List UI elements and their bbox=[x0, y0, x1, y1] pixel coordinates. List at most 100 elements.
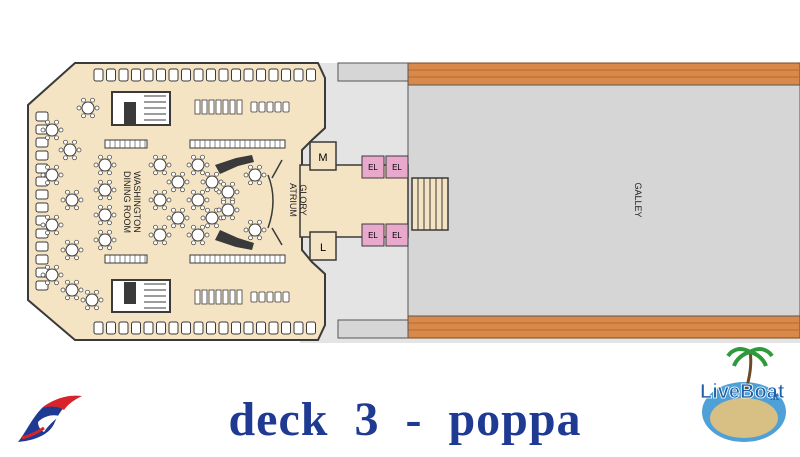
dining-room-floor bbox=[27, 62, 326, 341]
chair bbox=[180, 207, 185, 213]
booth-seat bbox=[143, 68, 154, 82]
elevator-label-1: EL bbox=[368, 163, 378, 172]
chair bbox=[111, 212, 117, 218]
chair bbox=[186, 232, 192, 238]
chair bbox=[200, 170, 205, 176]
round-table bbox=[98, 158, 112, 172]
chair bbox=[40, 222, 46, 228]
chair bbox=[200, 240, 205, 246]
chair bbox=[162, 170, 167, 176]
chair bbox=[107, 170, 112, 176]
chair bbox=[60, 247, 66, 253]
chair bbox=[65, 189, 70, 195]
booth-seat bbox=[131, 321, 141, 335]
chair bbox=[54, 280, 59, 286]
booth-seat bbox=[306, 321, 316, 335]
chair bbox=[200, 224, 205, 230]
chair bbox=[191, 240, 196, 246]
chair bbox=[74, 279, 79, 285]
chair bbox=[248, 180, 253, 186]
chair bbox=[205, 187, 210, 193]
booth-seat bbox=[218, 321, 229, 335]
round-table bbox=[191, 228, 205, 242]
chair bbox=[90, 97, 95, 103]
chair bbox=[166, 197, 172, 203]
round-table bbox=[81, 101, 95, 115]
booth-seat bbox=[256, 68, 266, 82]
chair bbox=[257, 219, 262, 225]
banquette bbox=[104, 139, 148, 149]
booth-seat bbox=[156, 321, 166, 335]
table-2top bbox=[250, 101, 258, 113]
round-table bbox=[171, 211, 185, 225]
booth-seat bbox=[293, 321, 304, 335]
chair bbox=[90, 113, 95, 119]
chair bbox=[98, 220, 103, 226]
galley-area bbox=[407, 84, 800, 317]
elevator-label-4: EL bbox=[392, 231, 402, 240]
table-2top bbox=[201, 289, 208, 305]
chair bbox=[221, 215, 226, 221]
chair bbox=[200, 154, 205, 160]
booth-seat bbox=[256, 321, 266, 335]
chair bbox=[65, 239, 70, 245]
chair bbox=[65, 295, 70, 301]
chair bbox=[180, 171, 185, 177]
booth-seat bbox=[168, 321, 179, 335]
chair bbox=[111, 187, 117, 193]
booth-seat bbox=[143, 321, 154, 335]
chair bbox=[45, 280, 50, 286]
dining-room-label-2: DINING ROOM bbox=[122, 171, 132, 233]
round-table bbox=[248, 223, 262, 237]
elevator-4 bbox=[385, 223, 409, 247]
chair bbox=[171, 223, 176, 229]
booth-seat bbox=[231, 68, 241, 82]
room-m bbox=[309, 141, 337, 171]
chair bbox=[54, 135, 59, 141]
round-table bbox=[45, 168, 59, 182]
booth-seat bbox=[35, 189, 49, 200]
chair bbox=[85, 305, 90, 311]
chair bbox=[186, 162, 192, 168]
chair bbox=[205, 171, 210, 177]
table-2top bbox=[208, 99, 215, 115]
grand-stair-upper bbox=[215, 155, 254, 174]
chair bbox=[153, 189, 158, 195]
chair bbox=[40, 127, 46, 133]
chair bbox=[60, 197, 66, 203]
chair bbox=[60, 287, 66, 293]
booth-seat bbox=[231, 321, 241, 335]
chair bbox=[216, 189, 222, 195]
booth-seat bbox=[243, 321, 254, 335]
chair bbox=[65, 205, 70, 211]
chair bbox=[248, 235, 253, 241]
booth-seat bbox=[35, 254, 49, 265]
chair bbox=[98, 229, 103, 235]
table-2top bbox=[250, 291, 258, 303]
chair bbox=[205, 223, 210, 229]
chair bbox=[200, 189, 205, 195]
round-table bbox=[98, 233, 112, 247]
chair bbox=[257, 235, 262, 241]
booth-seat bbox=[293, 68, 304, 82]
chair bbox=[107, 220, 112, 226]
round-table bbox=[221, 203, 235, 217]
chair bbox=[98, 195, 103, 201]
chair bbox=[45, 264, 50, 270]
table-2top bbox=[215, 99, 222, 115]
chair bbox=[111, 162, 117, 168]
watermark-domain: .it bbox=[770, 392, 780, 403]
round-table bbox=[98, 183, 112, 197]
booth-seat bbox=[181, 321, 191, 335]
round-table bbox=[171, 175, 185, 189]
chair bbox=[72, 139, 77, 145]
chair bbox=[162, 189, 167, 195]
chair bbox=[54, 230, 59, 236]
chair bbox=[63, 155, 68, 161]
table-2top bbox=[282, 291, 290, 303]
chair bbox=[58, 127, 64, 133]
chair bbox=[153, 154, 158, 160]
chair bbox=[148, 197, 154, 203]
table-2top bbox=[236, 289, 243, 305]
chair bbox=[58, 272, 64, 278]
